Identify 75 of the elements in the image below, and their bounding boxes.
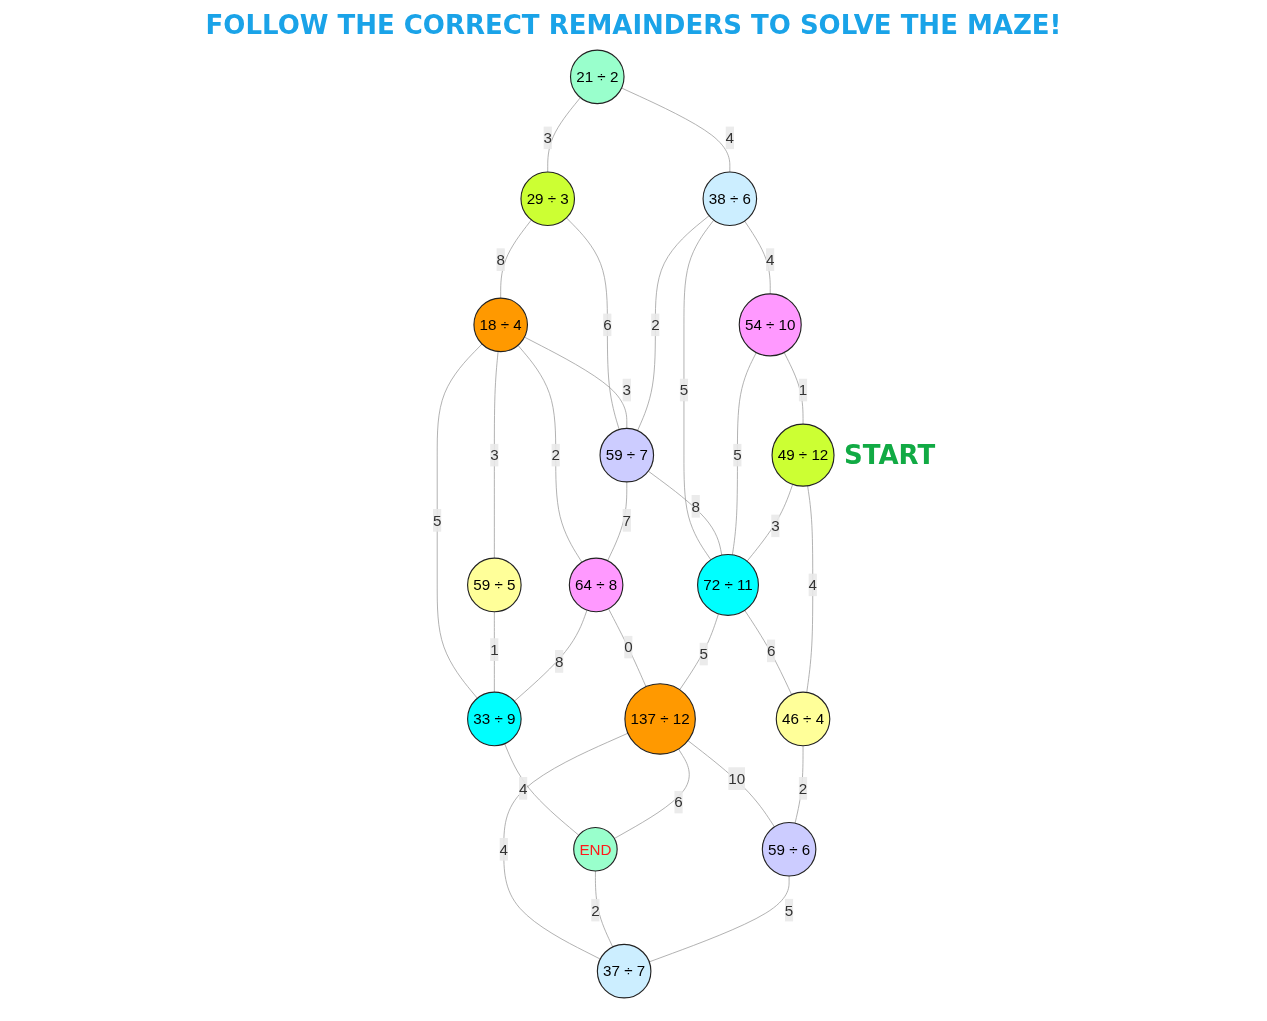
- edge-label: 4: [808, 576, 817, 594]
- edge-label: 0: [624, 638, 633, 656]
- edge-label: 8: [691, 497, 700, 515]
- node-circle: 72 ÷ 11: [697, 553, 759, 616]
- edge-label: 5: [784, 901, 794, 919]
- connector: [744, 220, 771, 295]
- connector: [566, 217, 620, 430]
- edge-label: 5: [733, 446, 742, 464]
- connector: [547, 97, 581, 173]
- node-circle: 59 ÷ 7: [599, 427, 655, 483]
- connector: [648, 875, 790, 963]
- node-circle: 18 ÷ 4: [473, 297, 529, 353]
- connector: [746, 484, 794, 562]
- node-circle: 59 ÷ 6: [761, 821, 817, 877]
- connector: [647, 470, 723, 556]
- edge-label: 2: [551, 446, 560, 464]
- connector: [621, 87, 731, 173]
- node-circle: 64 ÷ 8: [568, 557, 624, 613]
- connector: [744, 610, 793, 696]
- connector: [493, 351, 499, 559]
- edge-label: 4: [725, 129, 735, 147]
- connector: [608, 608, 647, 688]
- connector: [732, 352, 757, 556]
- edge-label: 2: [798, 779, 808, 797]
- connector: [794, 745, 804, 824]
- node-circle: 33 ÷ 9: [467, 691, 522, 747]
- connector: [683, 219, 715, 561]
- node-circle: 38 ÷ 6: [702, 171, 758, 227]
- node-circle: 49 ÷ 12: [771, 423, 835, 487]
- edge-label: 2: [651, 316, 660, 334]
- connector: [637, 215, 710, 432]
- connector: [595, 870, 614, 948]
- edge-label: 3: [543, 129, 552, 147]
- connector: [613, 748, 690, 839]
- connector: [679, 613, 719, 691]
- edge-label: 1: [490, 641, 499, 658]
- edge-label: 1: [798, 381, 808, 399]
- title: FOLLOW THE CORRECT REMAINDERS TO SOLVE THE MAZE!: [204, 10, 1063, 40]
- edge-label: 4: [518, 779, 528, 797]
- connector: [607, 481, 628, 562]
- edge-label: 5: [699, 645, 708, 663]
- connector: [514, 609, 588, 702]
- connector: [503, 732, 629, 960]
- edge-label: 10: [728, 770, 746, 787]
- edge-label: 5: [679, 381, 689, 399]
- node-circle: END: [573, 826, 618, 872]
- edge-label: 5: [432, 511, 442, 529]
- edge-label: 6: [766, 642, 776, 660]
- start-label: START: [844, 440, 936, 471]
- node-circle: 21 ÷ 2: [569, 49, 625, 105]
- edge-label: 2: [591, 901, 600, 919]
- node-circle: 137 ÷ 12: [624, 683, 696, 755]
- edge-label: 4: [766, 251, 775, 269]
- edge-label: 3: [622, 381, 632, 399]
- node-circle: 59 ÷ 5: [467, 557, 522, 613]
- node-circle: 29 ÷ 3: [520, 171, 576, 227]
- node-circle: 54 ÷ 10: [738, 293, 802, 357]
- connector: [500, 219, 532, 299]
- connector: [504, 743, 580, 836]
- edge-label: 8: [555, 653, 564, 670]
- connector: [436, 343, 483, 699]
- node-circle: 37 ÷ 7: [596, 943, 652, 999]
- edge-label: 7: [622, 511, 632, 529]
- connector: [524, 336, 628, 429]
- node-circle: 46 ÷ 4: [775, 691, 831, 747]
- connector: [783, 352, 804, 425]
- connector: [687, 740, 775, 828]
- edge-label: 3: [771, 517, 780, 535]
- connector: [517, 344, 583, 563]
- edge-label: 6: [603, 316, 612, 334]
- edge-label: 4: [499, 840, 508, 858]
- edge-label: 3: [490, 446, 499, 464]
- connector: [806, 485, 814, 693]
- edge-label: 6: [674, 793, 683, 811]
- edge-label: 8: [496, 251, 505, 269]
